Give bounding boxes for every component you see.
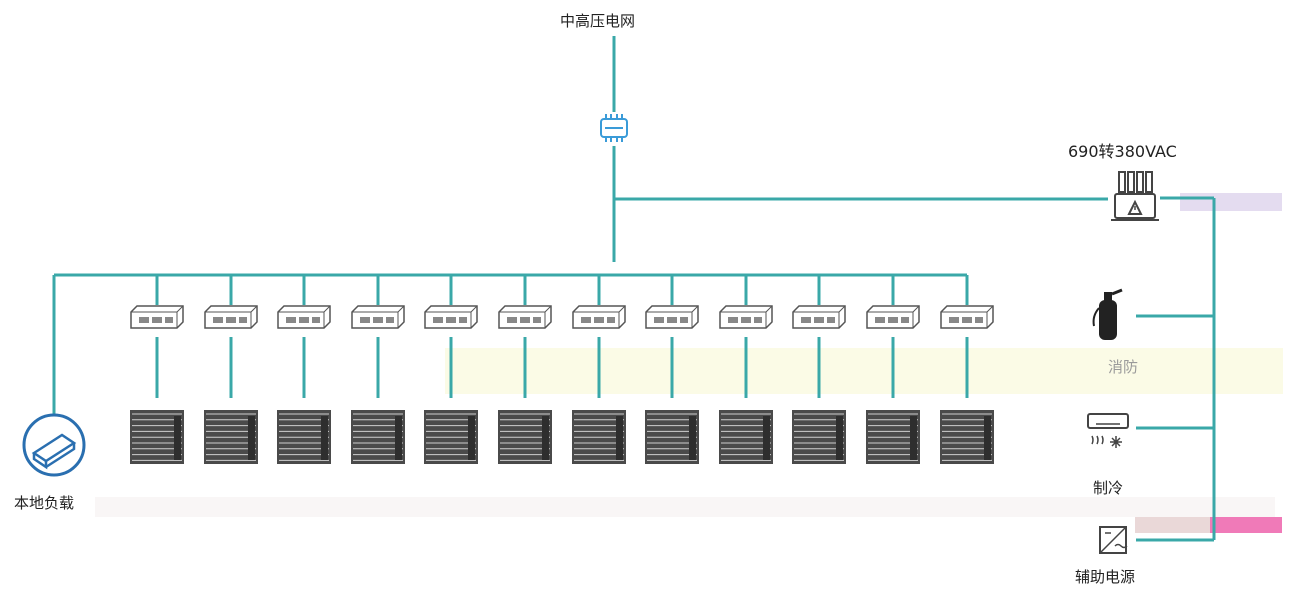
pcs-converter-icon — [940, 305, 994, 329]
battery-rack-icon — [572, 410, 626, 464]
storage-branch — [351, 275, 405, 464]
pcs-converter-icon — [204, 305, 258, 329]
storage-branch — [130, 275, 184, 464]
pcs-converter-icon — [351, 305, 405, 329]
storage-branch — [277, 275, 331, 464]
storage-branch — [792, 275, 846, 464]
local-load-label: 本地负载 — [14, 494, 75, 512]
battery-rack-icon — [792, 410, 846, 464]
cooling-label: 制冷 — [1093, 479, 1124, 497]
fire-label: 消防 — [1108, 358, 1139, 376]
highlight-band-load — [95, 497, 1275, 517]
battery-rack-icon — [940, 410, 994, 464]
battery-rack-icon — [719, 410, 773, 464]
connection-lines — [52, 36, 1216, 542]
power-supply-icon — [1099, 526, 1128, 554]
pcs-converter-icon — [277, 305, 331, 329]
storage-branch — [940, 275, 994, 464]
battery-rack-icon — [130, 410, 184, 464]
highlight-band-trans-top — [1180, 193, 1282, 211]
storage-branch — [645, 275, 699, 464]
air-conditioner-icon — [1087, 413, 1129, 448]
load-icon — [22, 413, 86, 477]
storage-branch — [204, 275, 258, 464]
battery-rack-icon — [277, 410, 331, 464]
pcs-converter-icon — [792, 305, 846, 329]
transformer-label: 690转380VAC — [1068, 142, 1177, 161]
storage-branch — [572, 275, 626, 464]
battery-rack-icon — [424, 410, 478, 464]
storage-branch — [719, 275, 773, 464]
pcs-converter-icon — [130, 305, 184, 329]
aux-power-label: 辅助电源 — [1075, 568, 1136, 586]
pcs-converter-icon — [719, 305, 773, 329]
battery-rack-icon — [866, 410, 920, 464]
battery-rack-icon — [645, 410, 699, 464]
highlight-band-aux — [1135, 517, 1213, 533]
pcs-converter-icon — [645, 305, 699, 329]
storage-branch — [866, 275, 920, 464]
highlight-band-fire — [445, 348, 1283, 394]
fire-extinguisher-icon — [1092, 288, 1123, 340]
pcs-converter-icon — [498, 305, 552, 329]
highlight-band-aux-pink — [1210, 517, 1282, 533]
storage-branch — [498, 275, 552, 464]
grid-label: 中高压电网 — [560, 12, 636, 30]
pcs-converter-icon — [866, 305, 920, 329]
storage-branches — [130, 275, 994, 464]
battery-rack-icon — [204, 410, 258, 464]
pcs-converter-icon — [424, 305, 478, 329]
transformer-icon — [1111, 171, 1159, 221]
storage-branch — [424, 275, 478, 464]
meter-icon — [600, 114, 628, 142]
pcs-converter-icon — [572, 305, 626, 329]
battery-rack-icon — [498, 410, 552, 464]
battery-rack-icon — [351, 410, 405, 464]
